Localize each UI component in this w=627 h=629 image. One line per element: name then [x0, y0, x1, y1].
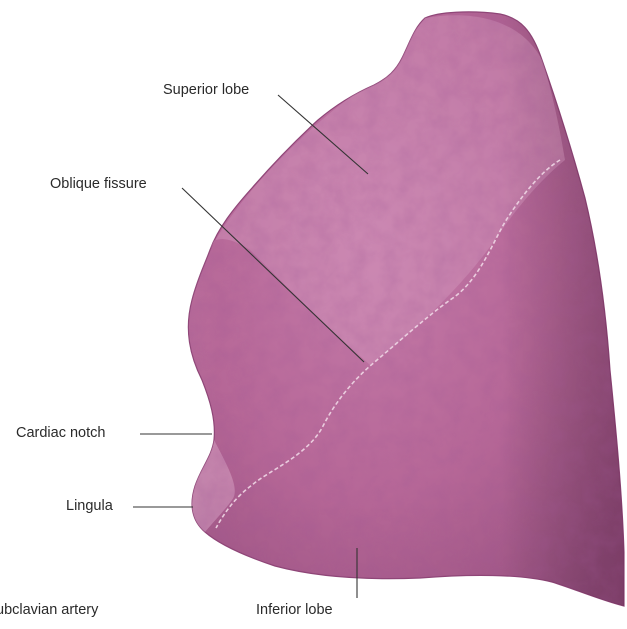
label-cardiac-notch: Cardiac notch [16, 426, 105, 441]
label-lingula: Lingula [66, 499, 113, 514]
label-subclavian-artery: ubclavian artery [0, 603, 98, 618]
label-inferior-lobe: Inferior lobe [256, 603, 333, 618]
label-oblique-fissure: Oblique fissure [50, 177, 147, 192]
label-superior-lobe: Superior lobe [163, 83, 249, 98]
